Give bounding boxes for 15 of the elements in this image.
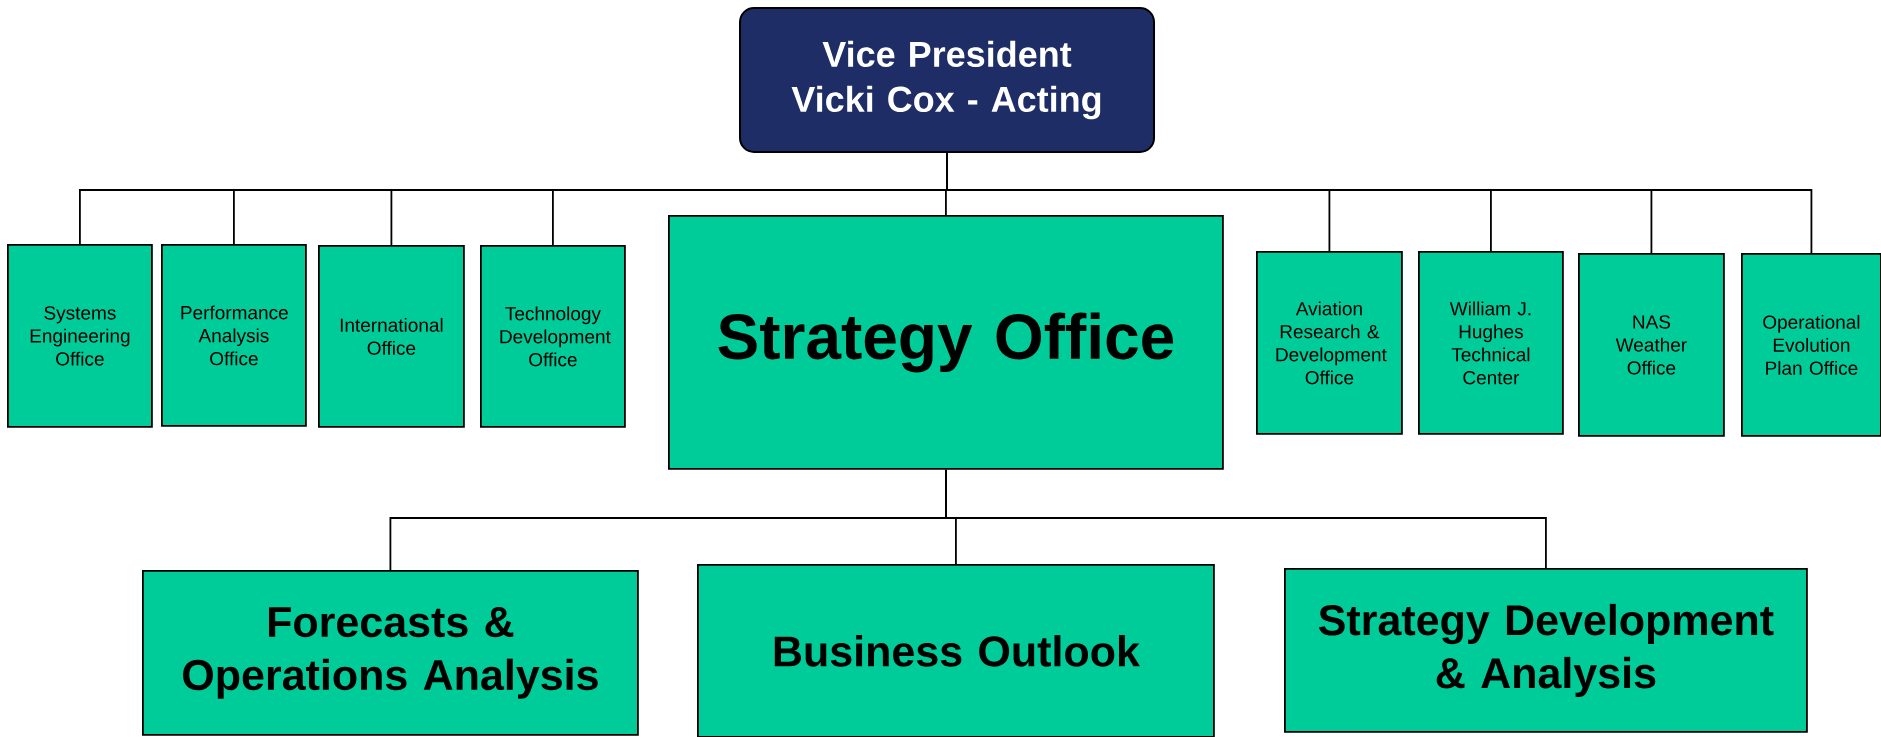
office-box: Performance Analysis Office	[161, 244, 307, 427]
office-box: Systems Engineering Office	[7, 244, 153, 428]
office-box: Strategy Office	[668, 215, 1224, 470]
office-box: International Office	[318, 245, 465, 428]
connector-line	[946, 152, 1813, 254]
division-box: Business Outlook	[697, 564, 1215, 737]
division-box: Strategy Development & Analysis	[1284, 568, 1808, 733]
office-box: Aviation Research & Development Office	[1256, 251, 1403, 435]
division-box: Forecasts & Operations Analysis	[142, 570, 639, 736]
office-box: NAS Weather Office	[1578, 253, 1725, 437]
executive-box: Vice President Vicki Cox - Acting	[739, 7, 1155, 153]
office-box: Operational Evolution Plan Office	[1741, 253, 1881, 437]
office-box: William J. Hughes Technical Center	[1418, 251, 1564, 435]
connector-line	[945, 468, 1547, 569]
office-box: Technology Development Office	[480, 245, 626, 428]
